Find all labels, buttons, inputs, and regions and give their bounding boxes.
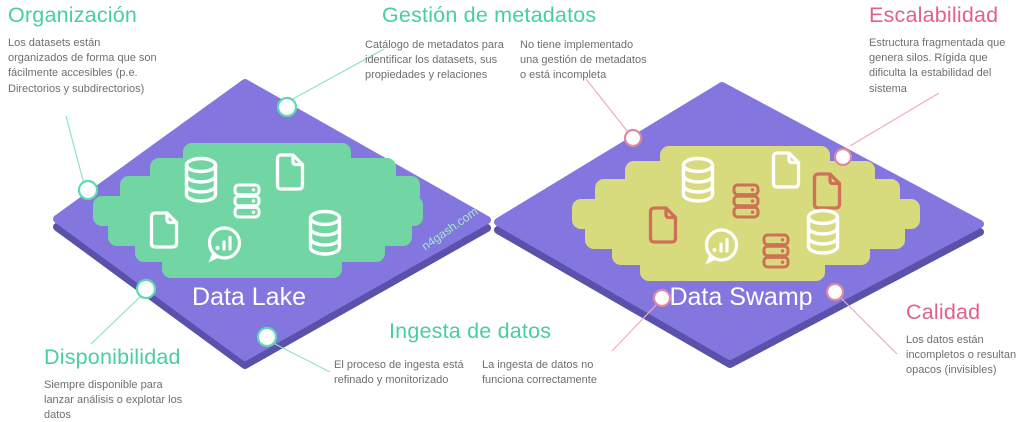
- connector-line: [849, 92, 940, 147]
- disponibilidad-title: Disponibilidad: [44, 345, 181, 369]
- connector-dot: [652, 288, 672, 308]
- escalabilidad-title: Escalabilidad: [869, 3, 999, 27]
- swamp-connector-dots: [623, 128, 853, 308]
- gestion-metadatos-title: Gestión de metadatos: [382, 3, 597, 27]
- connector-dot: [825, 282, 845, 302]
- connector-line: [585, 78, 629, 133]
- data-swamp-diamond: Data Swamp: [494, 82, 984, 368]
- organizacion-title: Organización: [8, 3, 138, 27]
- disponibilidad-note: Siempre disponible para lanzar análisis …: [44, 379, 183, 422]
- connector-line: [272, 342, 331, 373]
- connector-line: [611, 303, 658, 352]
- gestion-lake-note: Catálogo de metadatos para identificar l…: [365, 39, 504, 82]
- connector-dot: [623, 128, 643, 148]
- data-lake-label: Data Lake: [192, 283, 306, 311]
- connector-dot: [77, 179, 99, 201]
- connector-dot: [135, 278, 157, 300]
- connector-dot: [256, 326, 278, 348]
- connector-line: [840, 297, 898, 355]
- organizacion-note: Los datasets están organizados de forma …: [8, 37, 157, 95]
- data-lake-diamond: Data Lake n4gash.com: [53, 79, 491, 369]
- calidad-note: Los datos están incompletos o resultan o…: [906, 334, 1017, 377]
- gestion-swamp-note: No tiene implementado una gestión de met…: [520, 39, 647, 82]
- calidad-title: Calidad: [906, 300, 981, 324]
- connector-line: [290, 48, 385, 101]
- ingesta-lake-note: El proceso de ingesta está refinado y mo…: [334, 359, 464, 387]
- ingesta-swamp-note: La ingesta de datos no funciona correcta…: [482, 359, 597, 387]
- data-swamp-label: Data Swamp: [669, 283, 812, 311]
- swamp-connector-lines: [585, 78, 940, 355]
- connector-line: [90, 295, 142, 345]
- connector-dot: [276, 96, 298, 118]
- lake-connector-lines: [65, 48, 385, 373]
- lake-connector-dots: [77, 96, 298, 348]
- connector-dot: [833, 147, 853, 167]
- escalabilidad-note: Estructura fragmentada que genera silos.…: [869, 37, 1006, 95]
- ingesta-datos-title: Ingesta de datos: [389, 319, 552, 343]
- connector-line: [65, 115, 85, 185]
